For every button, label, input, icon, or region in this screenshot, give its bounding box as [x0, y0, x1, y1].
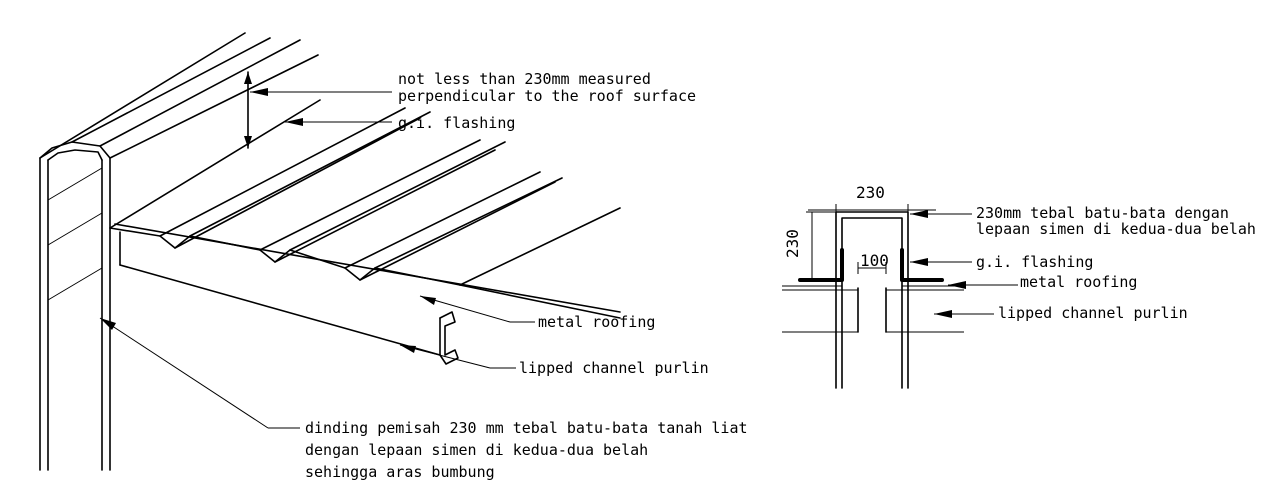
upstand-dimension [244, 71, 252, 149]
wall-note-line1: dinding pemisah 230 mm tebal batu-bata t… [305, 419, 748, 437]
section-dimensions [806, 204, 936, 281]
isometric-detail: not less than 230mm measured perpendicul… [39, 32, 748, 481]
metal-roof-sheet [109, 99, 621, 319]
section-roof-lines [782, 285, 964, 333]
section-leaders [910, 210, 1018, 318]
section-wall-note-line1: 230mm tebal batu-bata dengan [976, 204, 1229, 222]
purlin-label: lipped channel purlin [519, 359, 709, 377]
dim-gap: 100 [860, 251, 889, 270]
wall-note-line2: dengan lepaan simen di kedua-dua belah [305, 441, 648, 459]
section-wall-note-line2: lepaan simen di kedua-dua belah [976, 220, 1256, 238]
metal-roofing-label: metal roofing [538, 313, 655, 331]
height-note-line2: perpendicular to the roof surface [398, 87, 696, 105]
party-wall [39, 32, 319, 471]
dim-upstand-height: 230 [783, 229, 802, 258]
dim-wall-width: 230 [856, 183, 885, 202]
flashing-label: g.i. flashing [398, 114, 515, 132]
section-purlin-label: lipped channel purlin [998, 304, 1188, 322]
section-flashing-label: g.i. flashing [976, 253, 1093, 271]
height-note-line1: not less than 230mm measured [398, 70, 651, 88]
wall-note-line3: sehingga aras bumbung [305, 463, 495, 481]
lipped-channel-purlin [119, 231, 459, 365]
section-metal-roofing-label: metal roofing [1020, 273, 1137, 291]
section-wall [835, 211, 909, 389]
iso-leaders [99, 88, 535, 429]
section-detail: 230 230 100 230mm tebal batu-bata dengan… [782, 183, 1256, 389]
